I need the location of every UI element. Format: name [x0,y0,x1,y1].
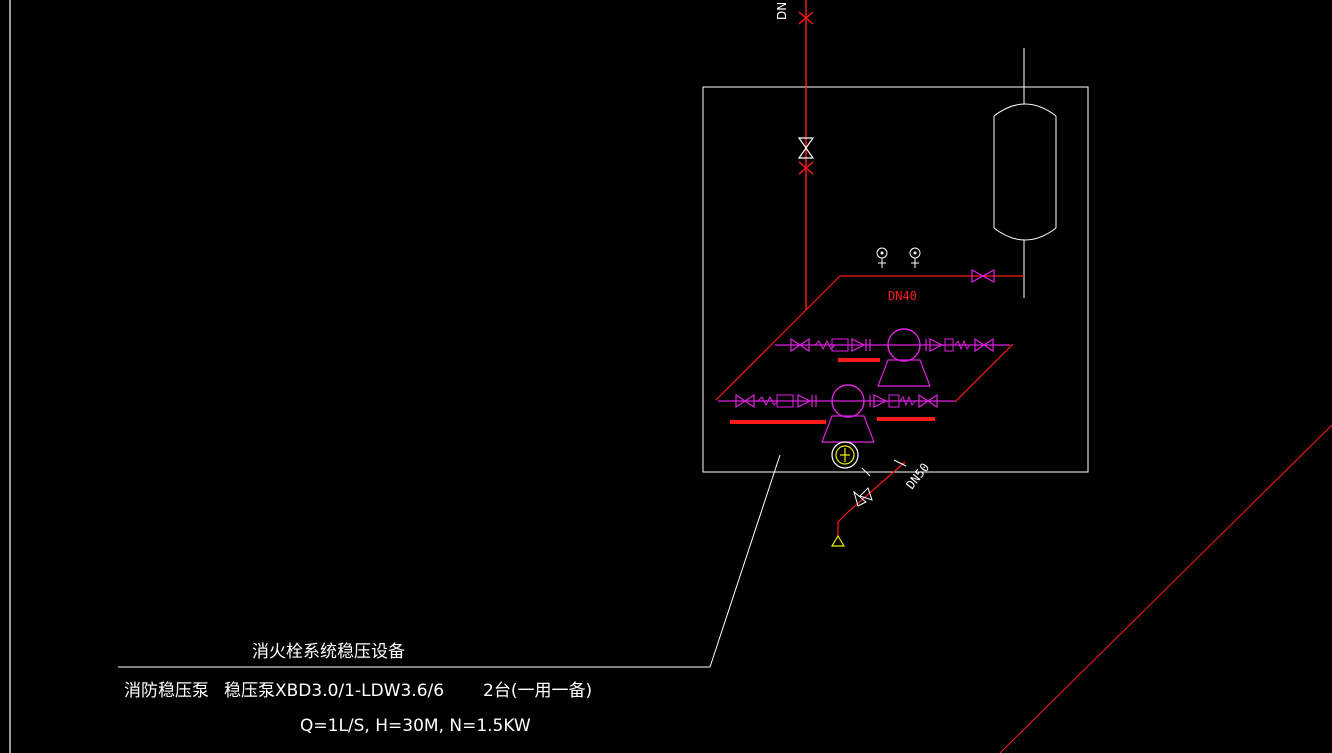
note-line1-quantity: 2台(一用一备) [483,681,592,701]
pump-lower-icon [831,384,865,418]
supply-riser [798,0,814,310]
pump-base-lower-right [877,417,935,421]
pressure-gauge-icon [909,247,921,268]
note-line1-model: 稳压泵XBD3.0/1-LDW3.6/6 [224,681,444,701]
note-line2-specs: Q=1L/S, H=30M, N=1.5KW [300,716,531,736]
header-valve-icon [971,268,995,284]
riser-gate-valve-icon [797,137,815,159]
pump-train-upper [775,328,1010,387]
outlet-pipe-dn50 [837,459,907,536]
pump-upper-icon [887,328,921,362]
note-title: 消火栓系统稳压设备 [252,642,405,662]
header-pipe-dn40 [715,275,1024,403]
drain-arrow-icon [830,534,846,547]
pump-train-lower [718,384,955,443]
note-leader-line [118,454,781,668]
flow-gauge-icon [831,441,859,469]
pipe-dn50-label: DN50 [903,460,932,491]
pump-base-upper [838,358,880,362]
equipment-room-boundary [702,86,1089,473]
pump-base-lower-left [730,420,826,424]
pressure-tank-icon [993,48,1057,298]
pressure-gauge-icon [876,247,888,268]
note-line1-equipment: 消防稳压泵 [124,681,209,701]
diagonal-pipe-right [999,424,1332,753]
pipe-dn-label-top: DN [775,2,789,20]
pipe-dn40-label: DN40 [888,289,917,303]
